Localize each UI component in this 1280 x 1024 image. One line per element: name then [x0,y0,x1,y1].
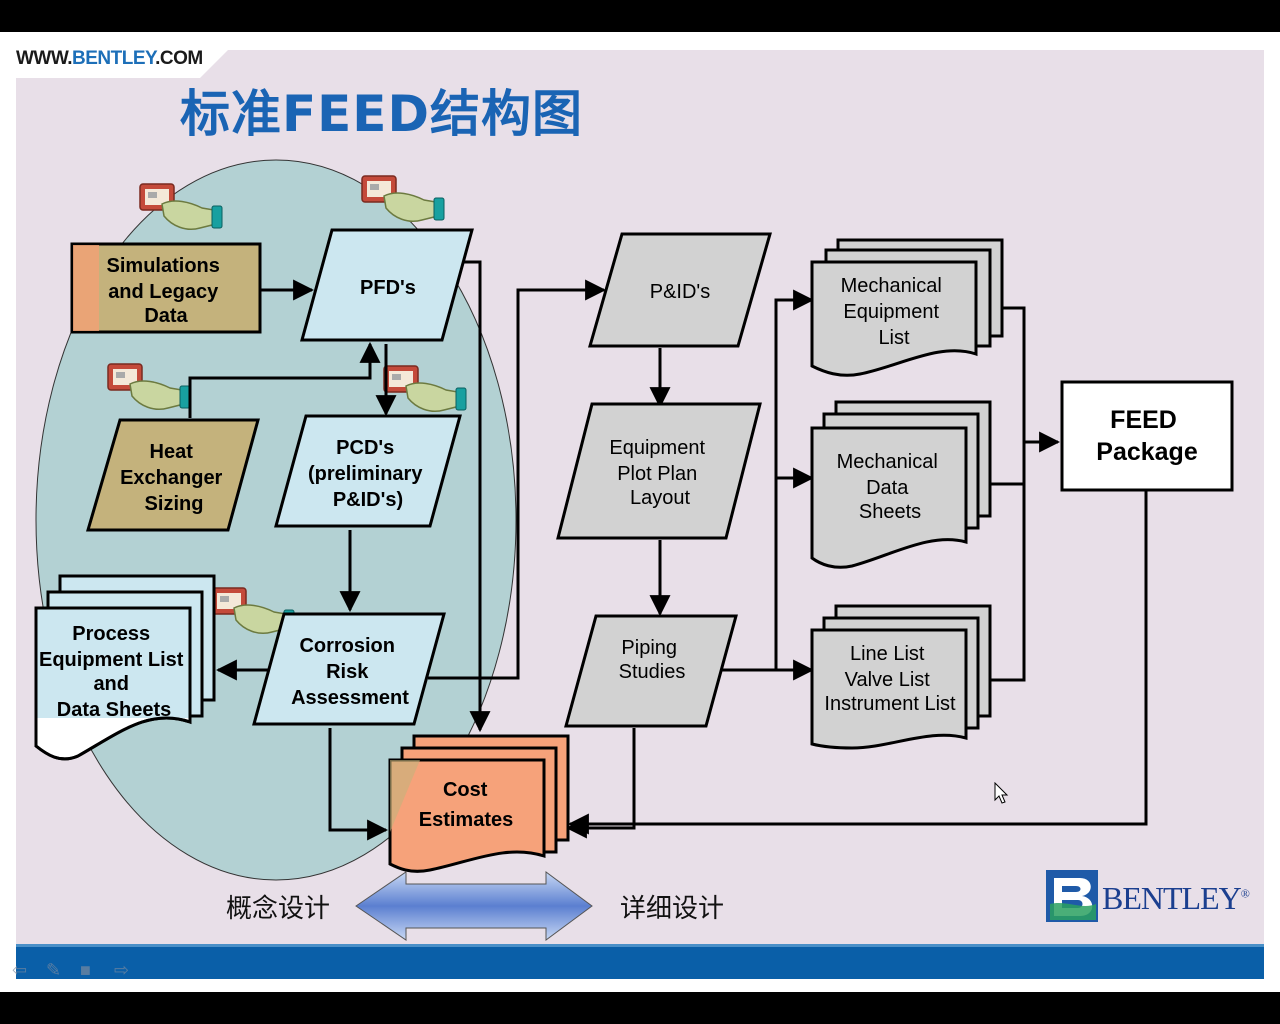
site-url: WWW.BENTLEY.COM [16,48,203,70]
slide-menu-icon[interactable]: ■ [80,960,91,980]
next-slide-icon[interactable]: ⇨ [114,960,130,980]
pids-node [588,232,772,348]
phase-double-arrow [355,871,593,941]
heat-exchanger-label: Heat Exchanger Sizing [120,441,228,515]
pcds-label: PCD's (preliminary P&ID's) [308,437,428,511]
phase-detailed-label: 详细设计 [620,894,725,924]
mech-equipment-list-label: Mechanical Equipment List [841,275,948,349]
site-url-suffix: .COM [155,48,203,69]
phase-conceptual-label: 概念设计 [226,894,331,924]
process-equipment-node [34,574,216,761]
piping-label: Piping Studies [619,637,686,683]
site-url-brand: BENTLEY [72,48,156,69]
slide: Simulations and Legacy Data PFD's Heat E… [0,32,1280,992]
bentley-logo-icon [1046,870,1098,922]
pfds-label: PFD's [360,277,416,299]
simulations-node [70,242,262,334]
previous-slide-icon[interactable]: ⇦ [12,960,28,980]
piping-node [564,614,738,728]
site-url-prefix: WWW. [16,48,73,69]
brand-name: BENTLEY [1102,880,1242,916]
corrosion-label: Corrosion Risk Assessment [291,635,409,709]
cost-estimates-node [388,734,570,873]
footer-bar [16,944,1264,979]
heat-exchanger-node [86,418,260,532]
mech-data-sheets-node [810,400,992,569]
pen-icon[interactable]: ✎ [46,960,62,980]
brand-mark: ® [1240,886,1250,901]
bentley-brand: BENTLEY® [1046,870,1250,922]
mouse-pointer-icon [994,782,1009,804]
pfds-node [300,228,474,342]
feed-diagram: Simulations and Legacy Data PFD's Heat E… [16,50,1264,944]
corrosion-node [252,612,446,726]
slide-nav-controls: ⇦ ✎ ■ ⇨ [12,960,142,982]
pcds-node [274,414,462,528]
feed-package-node [1060,380,1234,492]
mech-data-sheets-label: Mechanical Data Sheets [837,451,944,523]
page-title: 标准FEED结构图 [180,85,583,143]
feed-package-label: FEED Package [1096,406,1198,466]
connector-lines [188,260,1148,841]
line-list-label: Line List Valve List Instrument List [824,643,956,715]
process-equipment-label: Process Equipment List and Data Sheets [39,623,189,721]
mech-equipment-list-node [810,238,1004,377]
simulations-label: Simulations and Legacy Data [107,255,226,327]
pids-label: P&ID's [650,281,711,303]
bentley-wordmark: BENTLEY® [1102,880,1250,917]
cost-estimates-label: Cost Estimates [419,779,514,831]
equipment-plot-label: Equipment Plot Plan Layout [609,437,710,509]
line-list-node [810,604,992,750]
equipment-plot-node [556,402,762,540]
